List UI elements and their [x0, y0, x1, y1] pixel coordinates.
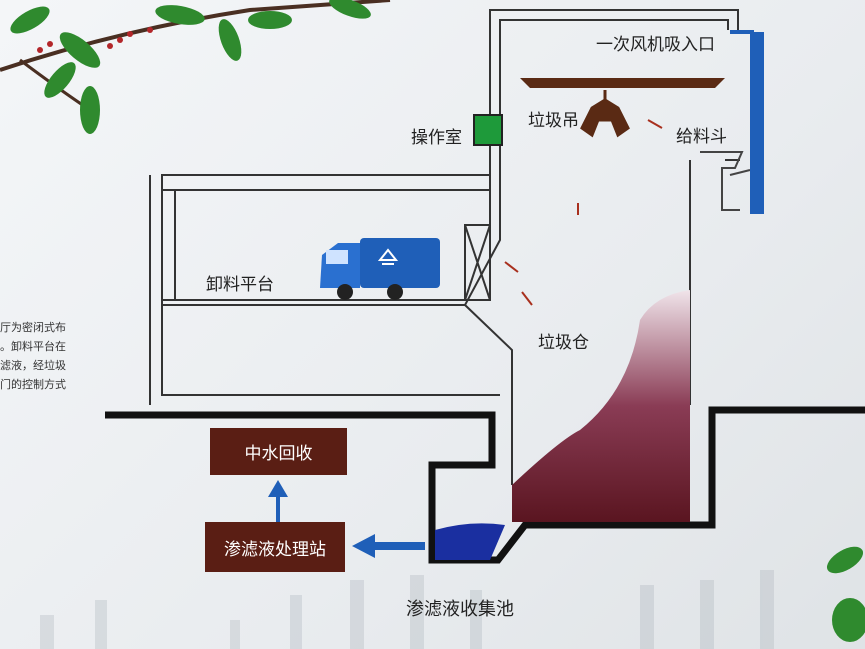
garbage-truck-icon: [320, 238, 440, 300]
label-unloading-platform: 卸料平台: [206, 275, 274, 295]
label-waste-bunker: 垃圾仓: [538, 333, 589, 353]
flow-arrows: [504, 119, 663, 306]
reclaimed-water-box: 中水回收: [210, 428, 347, 475]
side-line: 厅为密闭式布: [0, 321, 66, 334]
arrow-up-icon: [268, 480, 288, 522]
leachate-water: [435, 523, 505, 560]
background-trees: [40, 570, 774, 649]
label-leachate-pool: 渗滤液收集池: [406, 599, 514, 620]
label-primary-fan-inlet: 一次风机吸入口: [596, 35, 715, 55]
side-line: 。卸料平台在: [0, 340, 66, 353]
feed-hopper-icon: [700, 151, 751, 211]
control-room-icon: [473, 114, 503, 146]
crane-rail: [520, 78, 725, 88]
side-description: 厅为密闭式布 。卸料平台在 滤液，经垃圾 门的控制方式: [0, 318, 66, 394]
label-crane: 垃圾吊: [528, 111, 579, 131]
label-control-room: 操作室: [411, 128, 462, 148]
side-line: 滤液，经垃圾: [0, 359, 66, 372]
waste-pile: [512, 290, 690, 522]
label-feed-hopper: 给料斗: [676, 127, 727, 147]
crane-grab-icon: [580, 90, 630, 138]
arrow-left-icon: [352, 534, 425, 558]
leachate-station-box: 渗滤液处理站: [205, 522, 345, 572]
fan-inlet-duct: [730, 30, 764, 214]
side-line: 门的控制方式: [0, 378, 66, 391]
